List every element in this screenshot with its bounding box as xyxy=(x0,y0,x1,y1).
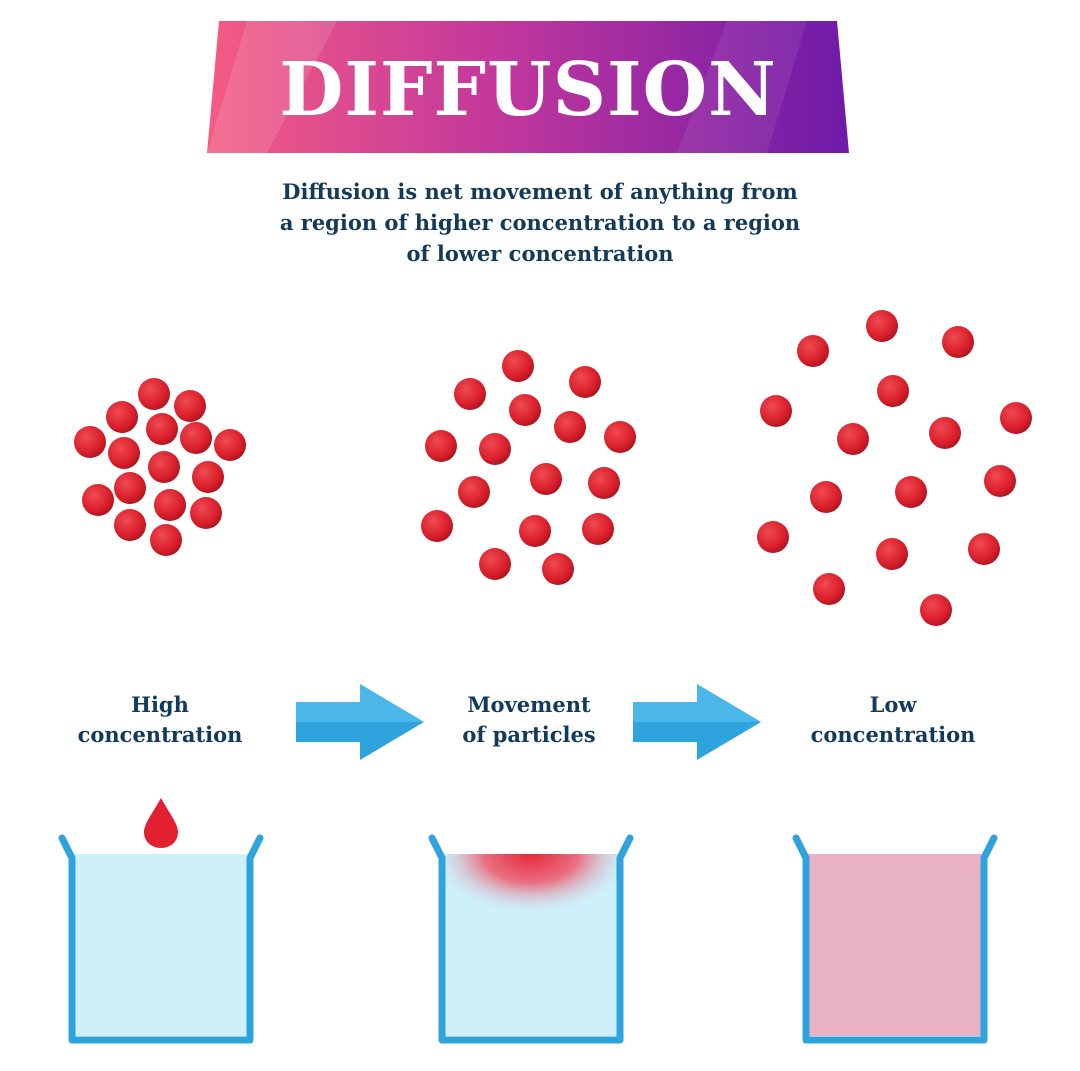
low-concentration-label-line-1: Low xyxy=(869,692,917,717)
particle xyxy=(895,476,927,508)
definition-line-2: a region of higher concentration to a re… xyxy=(279,210,801,235)
particle xyxy=(108,437,140,469)
particle xyxy=(968,533,1000,565)
particle xyxy=(502,350,534,382)
blood-drop-icon xyxy=(144,798,178,848)
particle xyxy=(114,472,146,504)
particle xyxy=(454,378,486,410)
arrow-right-icon xyxy=(296,684,424,760)
particle xyxy=(588,467,620,499)
particle xyxy=(425,430,457,462)
particle xyxy=(582,513,614,545)
particle xyxy=(942,326,974,358)
particle xyxy=(837,423,869,455)
high-concentration-label-line-1: High xyxy=(131,692,189,717)
particle xyxy=(114,509,146,541)
high-concentration-particles xyxy=(74,378,246,556)
particle xyxy=(192,461,224,493)
particle xyxy=(797,335,829,367)
particle xyxy=(554,411,586,443)
particle xyxy=(920,594,952,626)
particle xyxy=(542,553,574,585)
particle xyxy=(174,390,206,422)
particle xyxy=(509,394,541,426)
particle xyxy=(421,510,453,542)
particle xyxy=(1000,402,1032,434)
movement-label-line-2: of particles xyxy=(462,722,596,747)
arrow-right-icon xyxy=(633,684,761,760)
low-concentration-label: Low concentration xyxy=(773,690,1013,750)
page-title: DIFFUSION xyxy=(279,47,777,133)
beaker-low-concentration xyxy=(792,834,998,1044)
particle xyxy=(106,401,138,433)
particle xyxy=(810,481,842,513)
particle xyxy=(458,476,490,508)
high-concentration-label: High concentration xyxy=(40,690,280,750)
particle xyxy=(180,422,212,454)
particle xyxy=(146,413,178,445)
particle xyxy=(138,378,170,410)
particle xyxy=(604,421,636,453)
beaker-movement xyxy=(428,834,634,1044)
title-banner xyxy=(207,21,849,153)
particle xyxy=(984,465,1016,497)
particle xyxy=(148,451,180,483)
high-concentration-label-line-2: concentration xyxy=(77,722,243,747)
particle xyxy=(154,489,186,521)
low-concentration-label-line-2: concentration xyxy=(810,722,976,747)
medium-concentration-particles xyxy=(421,350,636,585)
definition-line-1: Diffusion is net movement of anything fr… xyxy=(282,179,798,204)
particle xyxy=(190,497,222,529)
particle xyxy=(479,433,511,465)
definition-text: Diffusion is net movement of anything fr… xyxy=(240,176,840,269)
particles-illustration xyxy=(74,310,1032,626)
low-concentration-particles xyxy=(757,310,1032,626)
particle xyxy=(519,515,551,547)
particle xyxy=(866,310,898,342)
particle xyxy=(74,426,106,458)
particle xyxy=(757,521,789,553)
particle xyxy=(813,573,845,605)
beaker-high-concentration xyxy=(58,798,264,1044)
movement-label: Movement of particles xyxy=(409,690,649,750)
particle xyxy=(82,484,114,516)
particle xyxy=(876,538,908,570)
particle xyxy=(929,417,961,449)
particle xyxy=(569,366,601,398)
definition-line-3: of lower concentration xyxy=(406,241,674,266)
particle xyxy=(760,395,792,427)
particle xyxy=(530,463,562,495)
particle xyxy=(479,548,511,580)
movement-label-line-1: Movement xyxy=(467,692,591,717)
particle xyxy=(877,375,909,407)
particle xyxy=(150,524,182,556)
particle xyxy=(214,429,246,461)
